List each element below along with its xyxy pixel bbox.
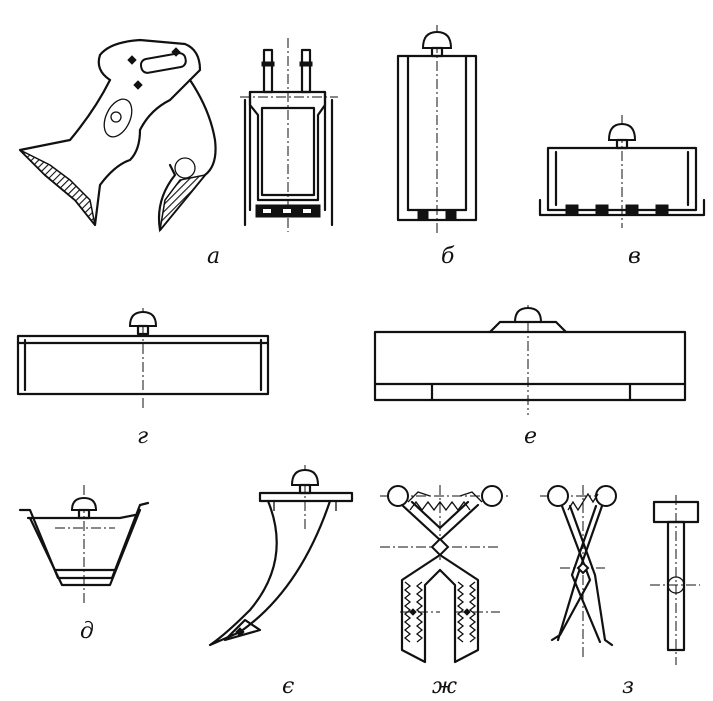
- drawing-z-scissors: [540, 485, 617, 660]
- label-d: д: [80, 619, 94, 644]
- drawing-g: [16, 308, 270, 410]
- drawing-a-front-view: [240, 38, 338, 232]
- label-b: б: [441, 244, 455, 269]
- drawing-b: [396, 25, 478, 235]
- label-a: а: [207, 244, 220, 269]
- drawing-v: [538, 115, 706, 228]
- drawing-zh: [380, 485, 508, 664]
- drawing-e: [373, 305, 687, 415]
- drawing-ye: [208, 465, 354, 647]
- label-e: е: [524, 424, 537, 449]
- label-v: в: [628, 244, 641, 269]
- drawing-a-plough-side: [18, 38, 217, 233]
- drawing-z-side-view: [650, 495, 700, 665]
- label-zh: ж: [432, 674, 457, 699]
- label-ye: є: [282, 674, 294, 699]
- label-z: з: [622, 674, 634, 699]
- label-g: г: [137, 424, 148, 449]
- drawing-d: [18, 485, 150, 605]
